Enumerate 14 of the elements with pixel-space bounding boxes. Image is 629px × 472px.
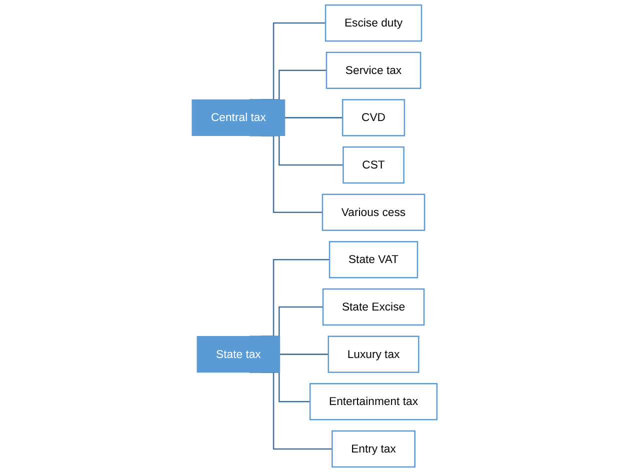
node-box: Escise duty <box>324 4 422 42</box>
node-box: State tax <box>196 336 280 373</box>
node-box: Luxury tax <box>328 336 420 373</box>
connector <box>284 117 343 118</box>
node-box: State VAT <box>328 241 418 278</box>
node-box: Entry tax <box>332 430 416 468</box>
connector <box>280 354 328 355</box>
node-box: CST <box>342 146 404 184</box>
node-box: State Excise <box>322 288 425 326</box>
node-box: Central tax <box>192 99 286 136</box>
node-box: CVD <box>342 99 406 136</box>
node-box: Service tax <box>326 52 422 89</box>
node-box: Entertainment tax <box>309 383 438 420</box>
node-box: Various cess <box>322 194 426 231</box>
